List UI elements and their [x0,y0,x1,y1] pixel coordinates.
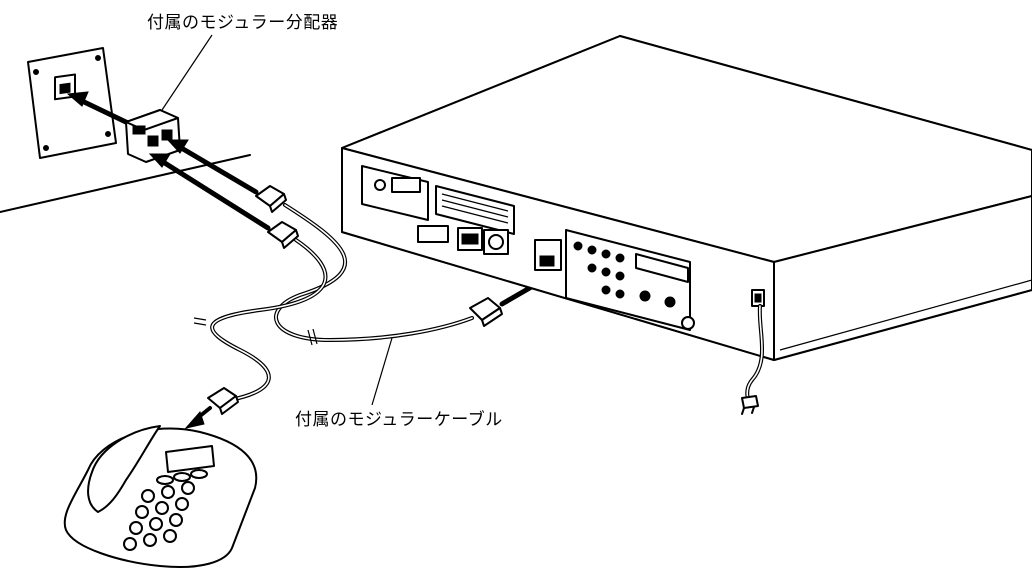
splitter-leader-line [161,34,213,111]
arrow-to-wall-jack [66,91,131,126]
wall-jack [27,47,117,159]
cable-leader-line [371,337,393,406]
power-cord [741,304,765,415]
arrow-to-splitter-lower [148,153,271,231]
modular-plug-upper [255,185,287,213]
arrow-to-splitter-upper [166,139,259,195]
arrow-to-phone [184,406,212,429]
modular-plug-recorder [469,297,503,327]
cable-label: 付属のモジュラーケーブル [295,410,503,430]
modular-plug-phone [207,387,239,415]
modular-cable-to-recorder [274,203,474,346]
modular-plug-lower [267,221,299,249]
modular-splitter [125,109,181,163]
telephone [63,425,258,569]
phone-cable [193,238,328,402]
recorder-unit [341,35,1032,361]
splitter-label: 付属のモジュラー分配器 [147,13,339,33]
